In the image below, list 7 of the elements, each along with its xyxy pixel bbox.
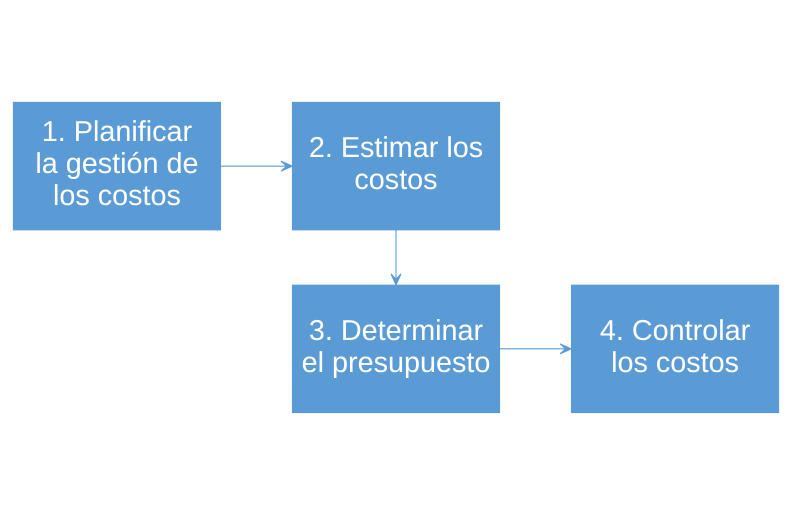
node-box: 3. Determinar el presupuesto bbox=[291, 284, 500, 413]
node-box: 1. Planificar la gestión de los costos bbox=[12, 101, 221, 230]
arrow bbox=[220, 160, 292, 172]
arrow bbox=[499, 342, 572, 354]
node-box: 2. Estimar los costos bbox=[291, 101, 500, 230]
node-box: 4. Controlar los costos bbox=[570, 284, 779, 413]
arrow bbox=[390, 229, 402, 285]
